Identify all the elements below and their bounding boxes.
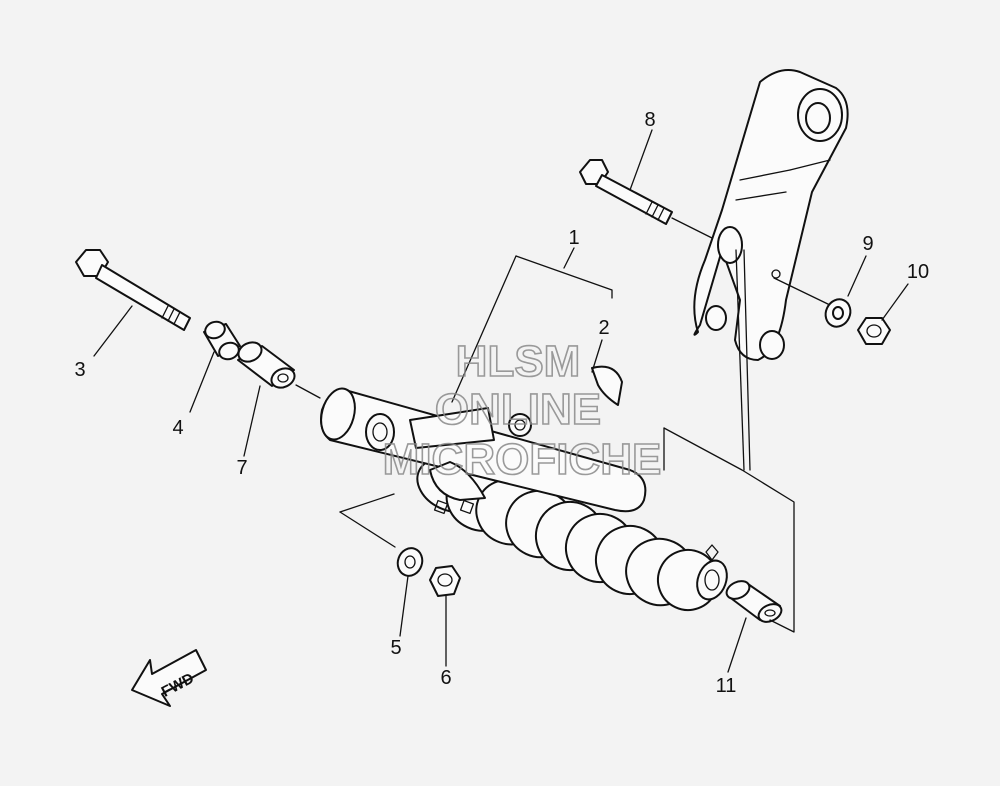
callout-9: 9 (862, 233, 873, 255)
callout-11: 11 (716, 675, 737, 697)
watermark-line2: ONLINE (435, 385, 601, 434)
part-5-washer (396, 547, 424, 577)
part-10-nut (857, 317, 891, 345)
part-7-collar (237, 341, 321, 399)
callout-leaders (93, 129, 909, 673)
callout-2: 2 (598, 317, 609, 339)
part-1-shock-absorber (320, 365, 728, 611)
callout-5: 7 (236, 457, 247, 479)
callout-4: 4 (172, 417, 183, 439)
part-8-bolt (579, 159, 713, 239)
part-6-nut (429, 565, 461, 597)
callout-3: 3 (74, 359, 85, 381)
watermark-line1: HLSM (456, 337, 581, 386)
callout-1: 1 (568, 227, 579, 249)
fwd-arrow-icon: FWD (131, 649, 207, 707)
part-9-washer (773, 277, 852, 328)
relay-arm (693, 69, 849, 361)
part-11-collar (725, 580, 783, 623)
watermark-line3: MICROFICHE (383, 435, 662, 484)
callout-6: 6 (440, 667, 451, 689)
callout-10: 10 (907, 261, 929, 283)
part-3-bolt (75, 249, 191, 331)
watermark: HLSM ONLINE MICROFICHE (382, 336, 662, 485)
callout-8: 8 (644, 109, 655, 131)
part-4-collar (203, 320, 241, 361)
assembly-lines (339, 249, 795, 633)
callout-5b: 5 (390, 637, 401, 659)
